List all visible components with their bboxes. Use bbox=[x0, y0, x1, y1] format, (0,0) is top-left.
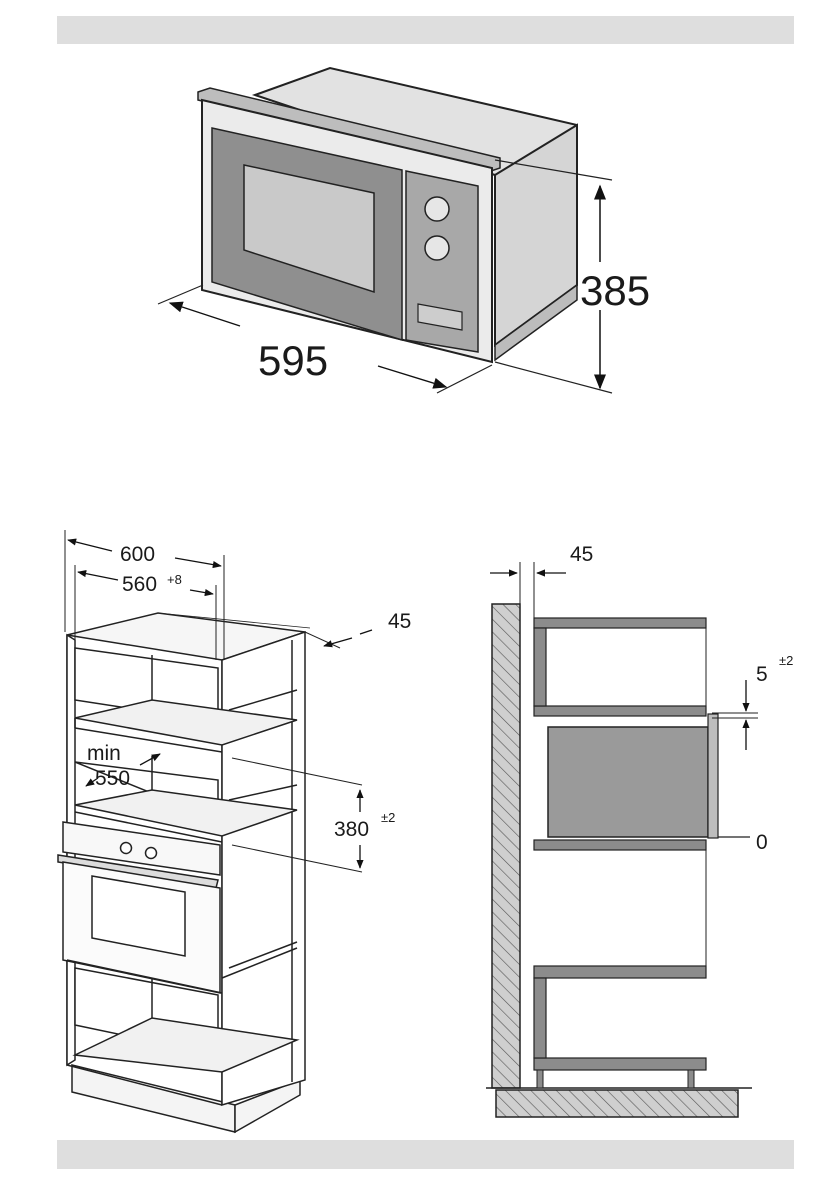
cabinet-niche-width-tolerance: +8 bbox=[167, 572, 182, 587]
cabinet-outer-width: 600 bbox=[120, 543, 155, 566]
side-view-illustration bbox=[486, 604, 752, 1117]
side-offset-tolerance: ±2 bbox=[779, 653, 793, 668]
cabinet-niche-width: 560 bbox=[122, 573, 157, 596]
cabinet-depth-label: 45 bbox=[388, 610, 411, 633]
microwave-height-label: 385 bbox=[580, 267, 650, 314]
cabinet-niche-height: 380 bbox=[334, 818, 369, 841]
cabinet-niche-height-tolerance: ±2 bbox=[381, 810, 395, 825]
cabinet-min-depth: 550 bbox=[95, 767, 130, 790]
cabinet-min-label: min bbox=[87, 742, 121, 765]
side-gap-label: 45 bbox=[570, 543, 593, 566]
microwave-width-label: 595 bbox=[258, 337, 328, 384]
microwave-illustration bbox=[198, 68, 577, 362]
side-offset-label: 5 bbox=[756, 663, 768, 686]
side-zero-label: 0 bbox=[756, 831, 768, 854]
cabinet-illustration bbox=[58, 613, 305, 1132]
